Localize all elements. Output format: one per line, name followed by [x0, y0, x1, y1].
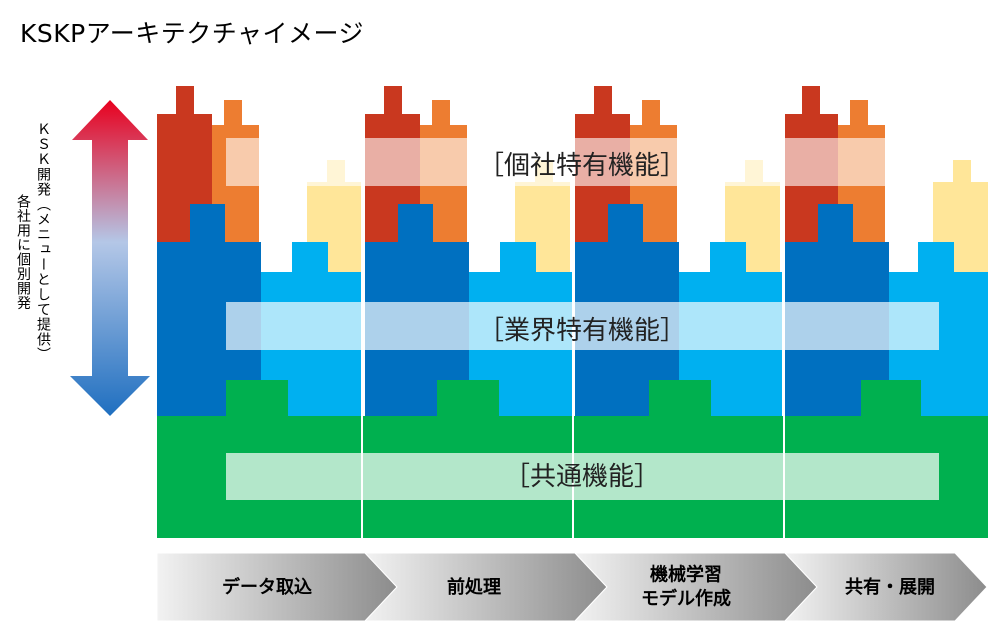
side-label-ksk: ＫＳＫ開発（メニューとして提供）	[35, 122, 51, 362]
page-title: KSKPアーキテクチャイメージ	[20, 19, 364, 48]
industry-specific-band	[226, 302, 939, 350]
scope-arrow	[70, 100, 150, 416]
stage-label-share-deploy: 共有・展開	[845, 576, 935, 598]
process-stages	[156, 552, 988, 622]
common-label: ［共通機能］	[503, 462, 661, 492]
stage-label-data-ingest: データ取込	[222, 576, 312, 598]
industry-specific-label: ［業界特有機能］	[477, 316, 687, 346]
company-specific-band	[226, 138, 886, 186]
side-label-individual: 各社用に個別開発	[15, 194, 31, 310]
stage-label-preprocess: 前処理	[447, 576, 501, 598]
stage-chevron-4	[783, 552, 988, 622]
company-specific-label: ［個社特有機能］	[477, 151, 687, 181]
common-band	[226, 453, 939, 500]
stage-label-model-building: 機械学習 モデル作成	[641, 564, 731, 610]
